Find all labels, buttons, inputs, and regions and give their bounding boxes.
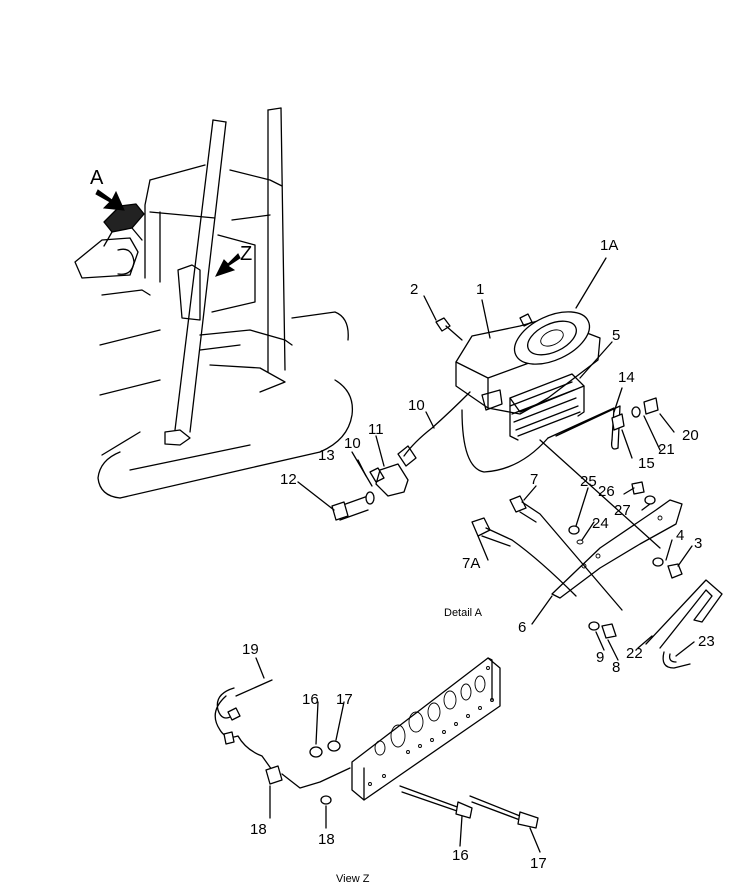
view-z-caption: View Z — [336, 873, 370, 885]
rod-assembly — [547, 397, 659, 450]
view-mark-z: Z — [240, 243, 253, 265]
part-label-18-left: 18 — [250, 821, 267, 838]
detail-a-caption: Detail A — [444, 607, 482, 619]
part-label-16-right: 16 — [452, 847, 469, 864]
cable-harness — [331, 391, 549, 521]
leader-lines — [255, 257, 695, 853]
wire-bracket — [645, 579, 723, 669]
part-label-21: 21 — [658, 441, 675, 458]
part-label-2: 2 — [410, 281, 419, 298]
control-unit — [435, 311, 601, 441]
part-label-7: 7 — [530, 471, 539, 488]
machine-illustration — [74, 107, 354, 499]
part-label-12: 12 — [280, 471, 297, 488]
part-label-15: 15 — [638, 455, 655, 472]
link-plate-assembly — [471, 439, 683, 639]
part-label-4: 4 — [676, 527, 685, 544]
part-label-6: 6 — [518, 619, 527, 636]
part-label-24: 24 — [592, 515, 609, 532]
view-mark-a: A — [90, 167, 104, 189]
part-label-5: 5 — [612, 327, 621, 344]
part-label-8: 8 — [612, 659, 621, 676]
part-label-18-right: 18 — [318, 831, 335, 848]
instrument-panel — [214, 657, 539, 829]
part-label-13: 13 — [318, 447, 335, 464]
part-label-3: 3 — [694, 535, 703, 552]
part-label-14: 14 — [618, 369, 635, 386]
part-label-10-upper: 10 — [408, 397, 425, 414]
part-label-16-left: 16 — [302, 691, 319, 708]
part-label-23: 23 — [698, 633, 715, 650]
part-label-10-lower: 10 — [344, 435, 361, 452]
part-label-1a: 1A — [600, 237, 619, 254]
part-label-27: 27 — [614, 502, 631, 519]
part-label-17-right: 17 — [530, 855, 547, 872]
part-label-17-left: 17 — [336, 691, 353, 708]
part-label-11: 11 — [368, 421, 384, 438]
part-label-9: 9 — [596, 649, 605, 666]
part-label-1: 1 — [476, 281, 485, 298]
part-label-22: 22 — [626, 645, 643, 662]
part-label-19: 19 — [242, 641, 259, 658]
part-label-25: 25 — [580, 473, 597, 490]
part-label-7a: 7A — [462, 555, 481, 572]
part-label-26: 26 — [598, 483, 615, 500]
part-label-20: 20 — [682, 427, 699, 444]
